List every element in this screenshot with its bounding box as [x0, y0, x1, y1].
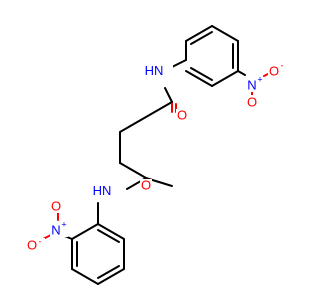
nitro-nitrogen-lower-charge: + [61, 219, 66, 229]
molecule-structure: HN O N + O - O O HN N + O - O [25, 25, 288, 285]
nitro-nitrogen-upper-charge: + [257, 74, 262, 84]
label-background [246, 78, 264, 92]
bond [97, 268, 125, 285]
label-background [268, 64, 288, 78]
nitro-nitrogen-lower: N [51, 222, 60, 237]
nitro-oxygen-lower-b: O [51, 198, 61, 213]
label-background [50, 223, 68, 237]
label-background [90, 184, 114, 198]
bond [190, 31, 213, 45]
bond [97, 223, 125, 240]
bond [145, 101, 173, 118]
label-background [51, 199, 63, 213]
atom-labels: HN O N + O - O O HN N + O - O [25, 60, 288, 252]
amide-nitrogen-upper: HN [145, 63, 164, 78]
bond [164, 87, 173, 103]
nitro-nitrogen-upper: N [247, 77, 256, 92]
bond [97, 265, 120, 279]
label-background [176, 109, 188, 123]
label-background [25, 238, 45, 252]
bond [185, 25, 213, 42]
carbonyl-oxygen-lower: O [141, 177, 151, 192]
carbonyl-oxygen-upper: O [177, 107, 187, 122]
label-background [246, 95, 258, 109]
nitro-oxygen-upper-b: O [247, 94, 257, 109]
atom-symbol: H [145, 63, 154, 78]
bond [185, 70, 213, 87]
nitro-oxygen-lower-a: O [27, 237, 37, 252]
amide-nitrogen-lower: HN [93, 183, 112, 198]
label-background [149, 64, 173, 78]
label-background [140, 179, 152, 193]
atom-symbol: N [154, 63, 163, 78]
bond [211, 25, 239, 42]
nitro-oxygen-lower-a-charge: - [39, 236, 42, 246]
atom-symbol: N [102, 183, 111, 198]
bond [71, 223, 99, 240]
atom-symbol: H [93, 183, 102, 198]
bond [119, 116, 147, 133]
bond [211, 70, 239, 87]
bond [190, 67, 213, 81]
bond [97, 229, 120, 243]
nitro-oxygen-upper-a: O [269, 63, 279, 78]
nitro-oxygen-upper-a-charge: - [281, 60, 284, 70]
bond [237, 70, 246, 76]
bond [71, 268, 99, 285]
bond [119, 162, 147, 179]
